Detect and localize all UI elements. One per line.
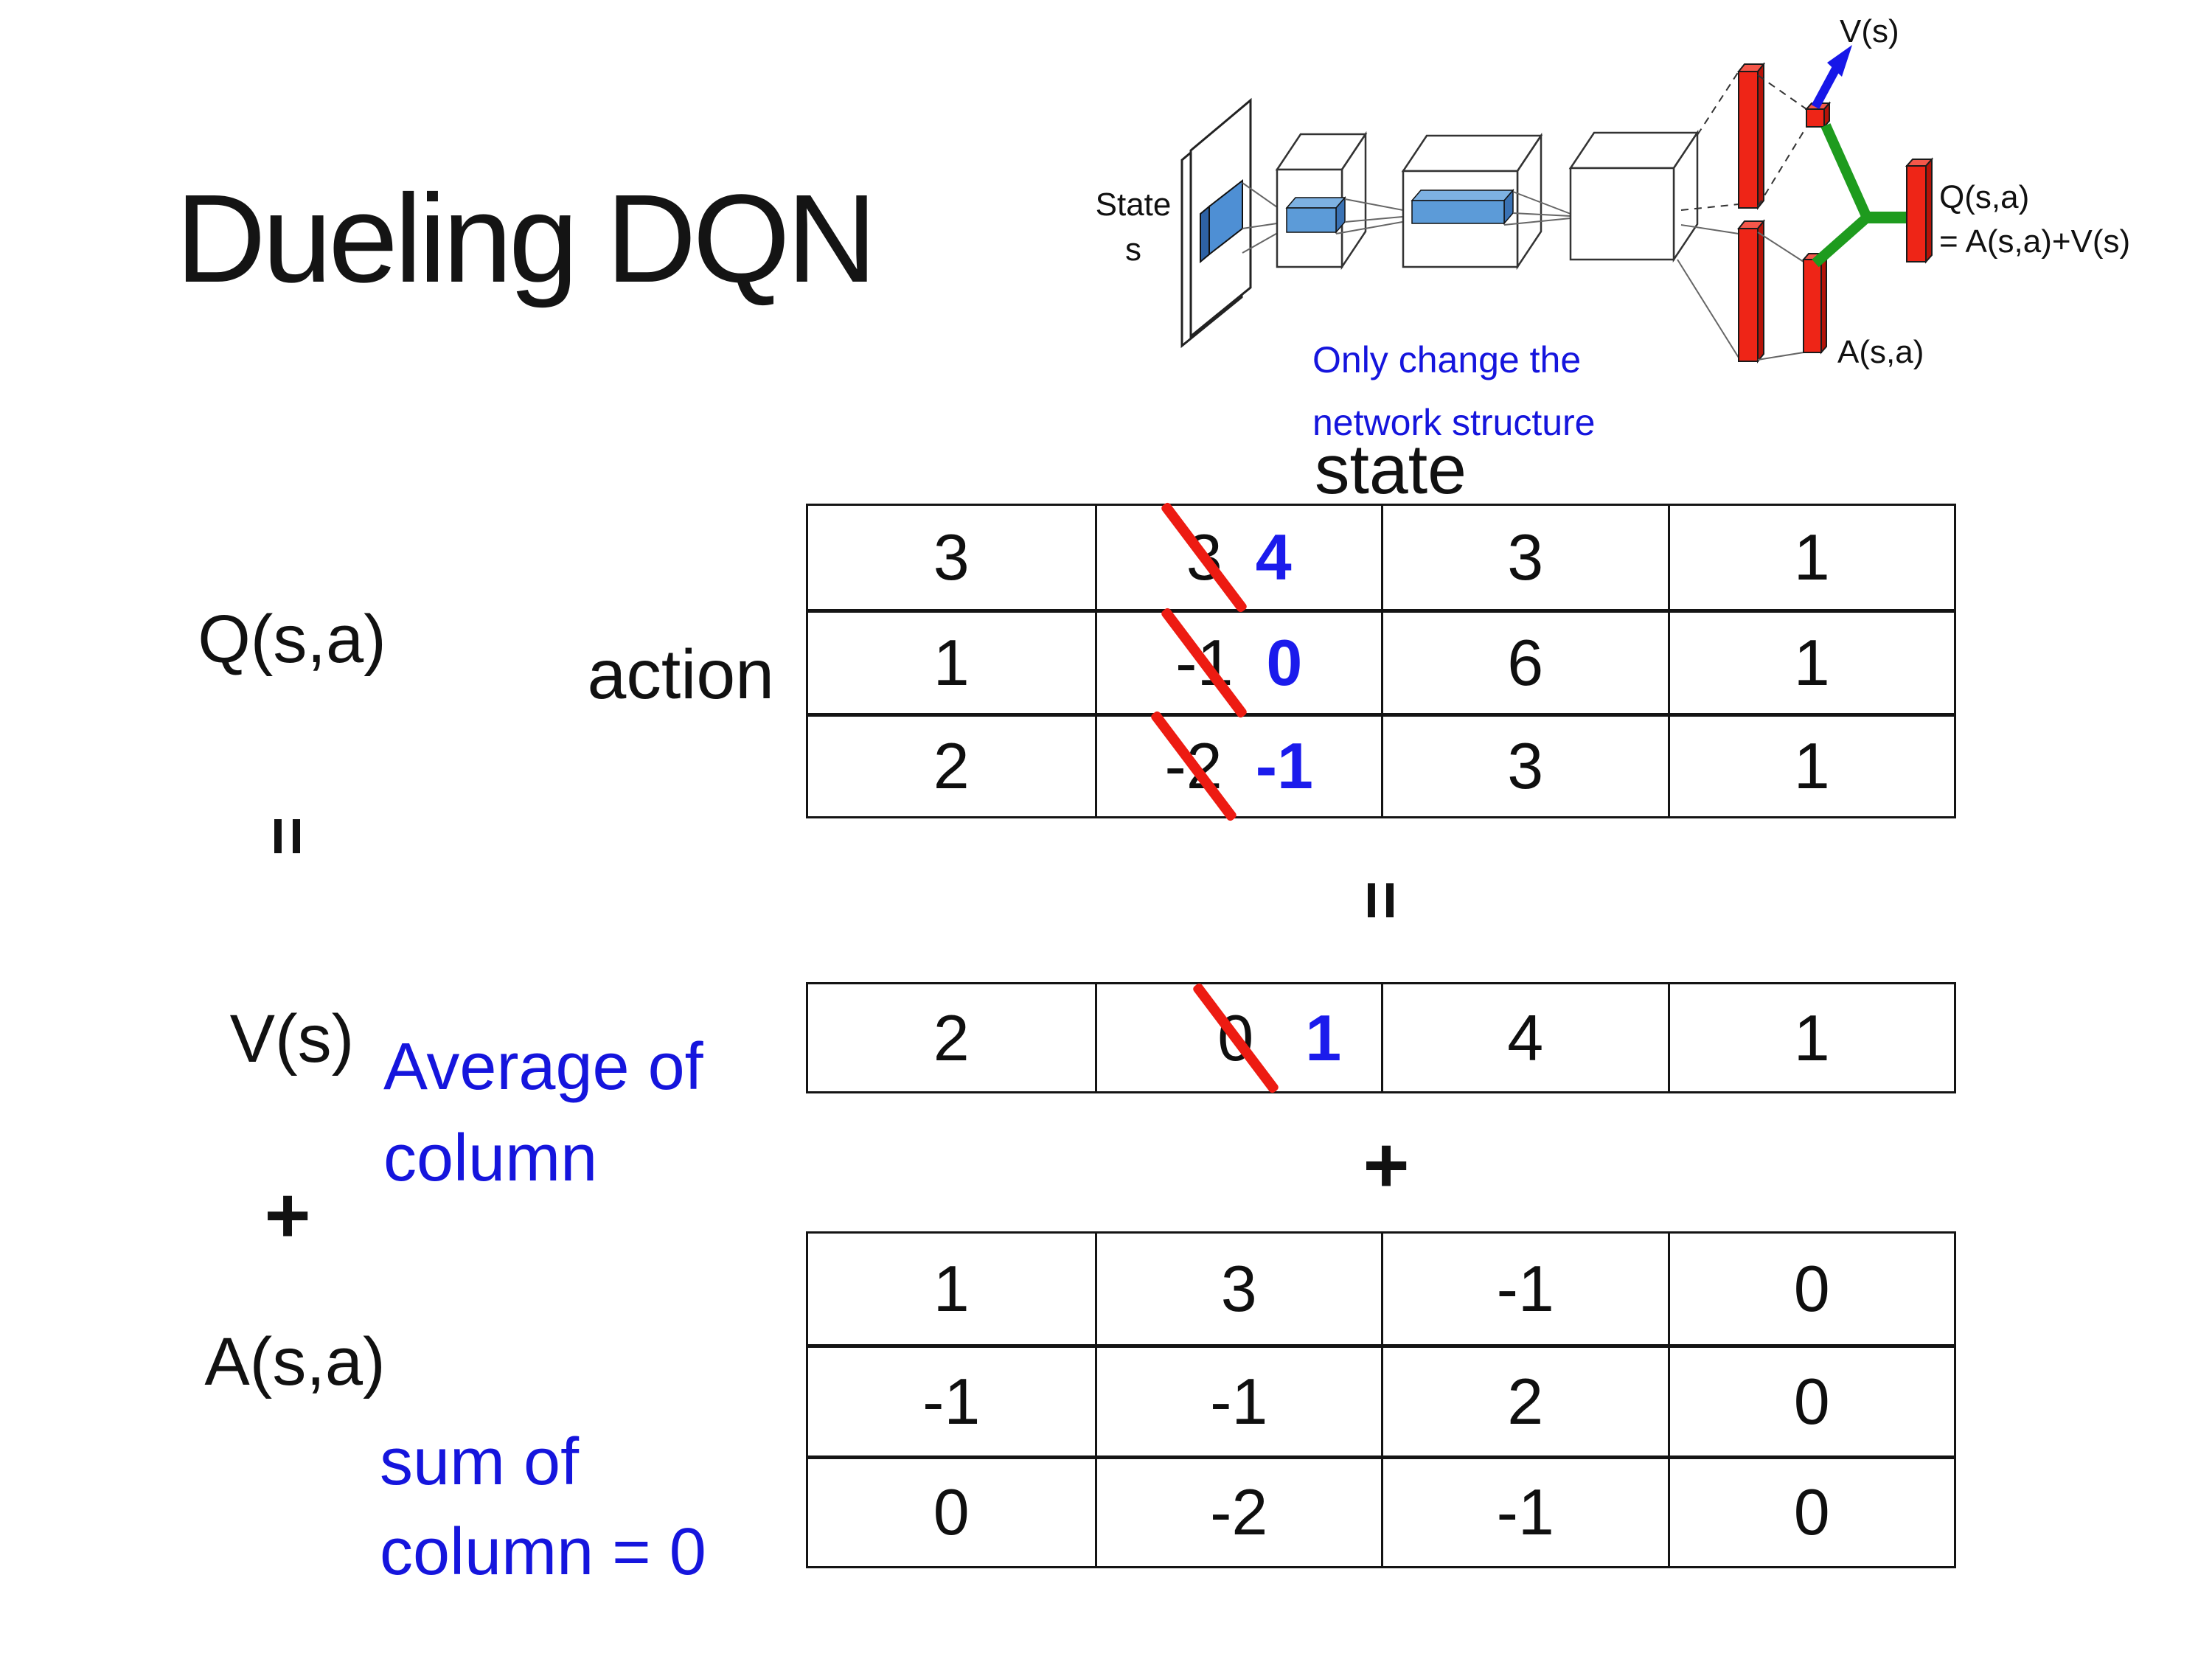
a-cell: -2 (1094, 1455, 1381, 1566)
state-header: state (1315, 431, 1467, 509)
corrected-value: 4 (1255, 521, 1292, 594)
slide-title: Dueling DQN (175, 169, 877, 309)
diagram-a-out-label: A(s,a) (1837, 334, 1924, 370)
equation-q-label: Q(s,a) (198, 602, 386, 677)
v-cell: 4 (1381, 984, 1668, 1091)
q-cell: 1 (1667, 712, 1954, 816)
v-arrow-icon (1811, 45, 1852, 109)
a-cell: 2 (1381, 1344, 1668, 1455)
v-cell: 2 (933, 1001, 970, 1074)
equals-rotated-glyph: = (249, 816, 325, 856)
q-cell: 3 (1381, 506, 1668, 610)
equals-rotated-glyph: = (1343, 880, 1419, 920)
input-conv-patch (1200, 178, 1243, 264)
q-cell: 6 (1381, 609, 1668, 713)
struck-value: 0 (1217, 1001, 1254, 1074)
a-cell: 0 (1667, 1234, 1955, 1345)
links-to-v-node (1757, 74, 1807, 207)
struck-value: 3 (1186, 521, 1222, 594)
dueling-network-diagram: State s (1096, 13, 2131, 442)
struck-value: -1 (1175, 625, 1234, 699)
fc-bar-advantage (1736, 219, 1766, 364)
corrected-value: 0 (1266, 625, 1303, 699)
equation-equals-left: = (232, 795, 343, 877)
conv-box-2 (1401, 132, 1543, 271)
diagram-state-label: State (1096, 187, 1172, 223)
a-cell: 1 (933, 1252, 970, 1326)
fan-lines-3 (1503, 191, 1571, 226)
q-cell: 3 (1381, 712, 1668, 816)
q-output-bar (1905, 157, 1934, 264)
fc-bar-value (1736, 62, 1766, 210)
q-cell: 2 (808, 712, 1095, 816)
a-table: 1 3 -1 0 -1 -1 2 0 0 -2 -1 0 (806, 1231, 1956, 1568)
feature-slab-1 (1285, 195, 1346, 234)
q-cell: 1 (1667, 609, 1954, 713)
a-cell: 0 (1667, 1344, 1954, 1455)
q-cell-struck: -2 -1 (1094, 712, 1381, 816)
corrected-value: -1 (1255, 729, 1313, 803)
a-cell: -1 (808, 1344, 1095, 1455)
equation-v-label: V(s) (229, 1001, 355, 1077)
diagram-q-out-label: Q(s,a) (1939, 179, 2029, 215)
conv-box-3 (1568, 129, 1700, 263)
v-cell: 1 (1667, 984, 1955, 1091)
q-cell: 1 (808, 609, 1095, 712)
diagram-state-sub: s (1125, 232, 1141, 268)
q-cell: 1 (1667, 506, 1955, 610)
q-cell-struck: -1 0 (1094, 609, 1381, 713)
struck-value: -2 (1164, 729, 1222, 803)
q-cell: 3 (933, 521, 970, 594)
a-note: sum of column = 0 (380, 1425, 706, 1589)
a-cell: 3 (1094, 1234, 1382, 1345)
diagram-q-out-formula: = A(s,a)+V(s) (1939, 223, 2130, 260)
action-label: action (587, 636, 774, 714)
matrix-equals: = (1326, 859, 1436, 942)
feature-slab-2 (1411, 188, 1514, 226)
split-lines-advantage-stream (1677, 224, 1739, 358)
equation-a-label: A(s,a) (204, 1324, 386, 1399)
a-cell: -1 (1381, 1455, 1668, 1566)
corrected-value: 1 (1305, 1001, 1342, 1074)
matrix-plus: + (1363, 1120, 1410, 1209)
diagram-v-out-label: V(s) (1840, 13, 1899, 49)
a-cell: 0 (808, 1455, 1095, 1566)
fan-lines-2 (1335, 198, 1411, 234)
diagram-note-line1: Only change the (1312, 339, 1581, 380)
v-note: Average of column (383, 1030, 703, 1195)
diagram-note-line2: network structure (1312, 402, 1595, 442)
a-node (1801, 251, 1829, 355)
split-lines-value-stream (1680, 71, 1739, 211)
a-cell: -1 (1381, 1234, 1668, 1345)
a-cell: -1 (1094, 1344, 1381, 1455)
merge-connector (1812, 123, 1908, 268)
a-cell: 0 (1667, 1455, 1954, 1566)
equation-plus-left: + (264, 1170, 311, 1259)
links-to-a-node (1757, 232, 1804, 361)
